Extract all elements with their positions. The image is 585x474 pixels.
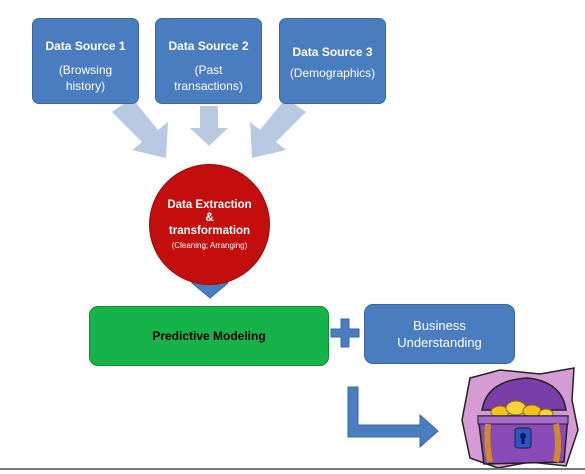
arrow-to-treasure <box>347 386 439 449</box>
business-label-line1: Business <box>413 318 466 333</box>
arrow-source2-to-extraction <box>190 106 228 146</box>
data-source-2-desc-line2: transactions) <box>174 79 243 93</box>
arrow-source3-to-extraction <box>250 98 306 158</box>
extraction-label-line3: transformation <box>168 225 251 237</box>
business-understanding-box: Business Understanding <box>364 304 515 364</box>
data-extraction-circle: Data Extraction & transformation (Cleani… <box>149 164 270 285</box>
extraction-label-line2: & <box>205 212 214 224</box>
extraction-label-line1: Data Extraction <box>167 199 252 211</box>
predictive-modeling-box: Predictive Modeling <box>89 306 329 366</box>
bottom-divider <box>0 468 585 470</box>
data-source-2-desc-line1: (Past <box>194 63 223 77</box>
predictive-modeling-label: Predictive Modeling <box>152 329 266 343</box>
data-source-1-desc-line2: history) <box>65 79 106 93</box>
plus-icon <box>330 318 360 348</box>
extraction-label-line4: (Cleaning; Arranging) <box>171 241 248 250</box>
data-source-3-box: Data Source 3 (Demographics) <box>279 18 386 104</box>
data-source-3-desc-line1: (Demographics) <box>289 66 376 80</box>
data-source-1-desc-line1: (Browsing <box>58 63 113 77</box>
arrow-source1-to-extraction <box>112 98 168 158</box>
data-source-2-box: Data Source 2 (Past transactions) <box>155 18 262 104</box>
data-source-1-box: Data Source 1 (Browsing history) <box>32 18 139 104</box>
treasure-chest-icon <box>461 367 579 469</box>
data-source-3-title: Data Source 3 <box>292 45 373 59</box>
data-source-2-title: Data Source 2 <box>168 39 249 53</box>
business-label-line2: Understanding <box>397 335 482 350</box>
data-source-1-title: Data Source 1 <box>45 39 126 53</box>
